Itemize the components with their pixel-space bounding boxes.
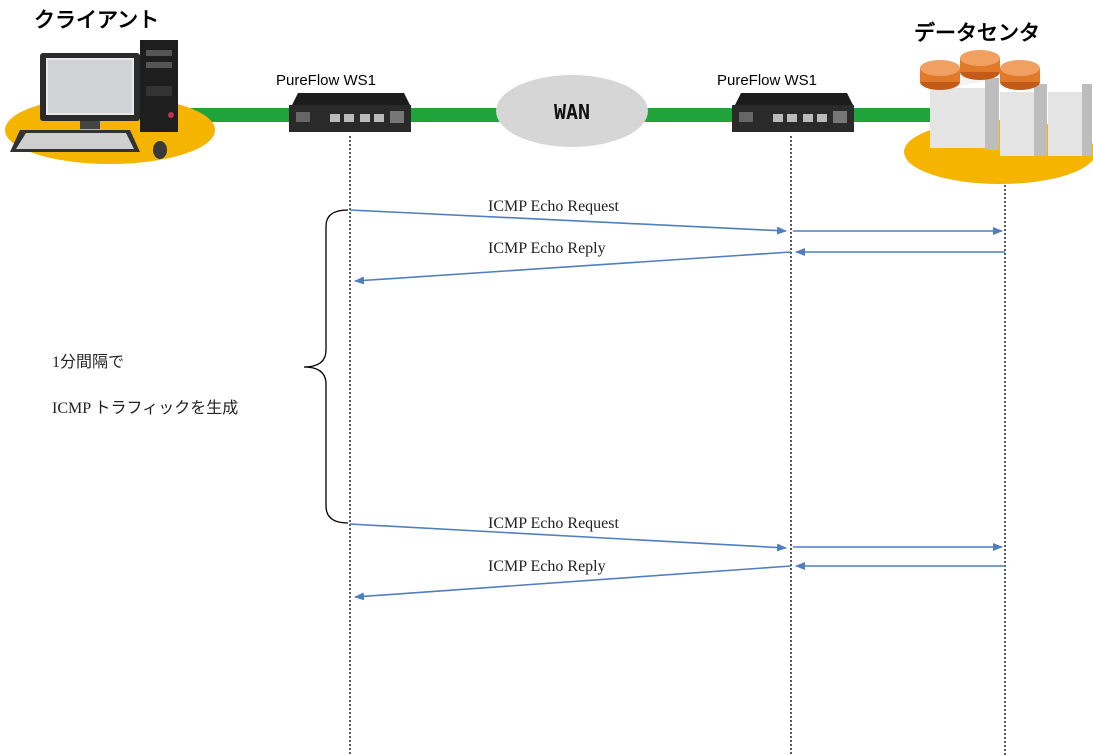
message-label: ICMP Echo Reply	[488, 558, 606, 575]
device-left-label: PureFlow WS1	[276, 72, 376, 89]
arrow-reply	[354, 251, 792, 285]
interval-brace	[303, 209, 349, 524]
client-label: クライアント	[34, 8, 159, 32]
arrow-request	[349, 523, 787, 552]
arrow-request	[349, 209, 787, 235]
interval-note-line2: ICMP トラフィックを生成	[52, 399, 238, 417]
device-right-icon	[732, 93, 854, 132]
device-right-label: PureFlow WS1	[717, 72, 817, 89]
arrow-reply	[354, 565, 792, 601]
datacenter-label: データセンタ	[914, 21, 1040, 45]
message-label: ICMP Echo Request	[488, 198, 620, 215]
wan-cloud: WAN	[496, 75, 648, 147]
message-label: ICMP Echo Reply	[488, 240, 606, 257]
interval-note-line1: 1分間隔で	[52, 353, 124, 371]
message-label: ICMP Echo Request	[488, 515, 620, 532]
datacenter-icon	[904, 50, 1093, 184]
device-left-icon	[289, 93, 411, 132]
wan-label: WAN	[554, 100, 590, 124]
client-icon	[5, 40, 215, 164]
